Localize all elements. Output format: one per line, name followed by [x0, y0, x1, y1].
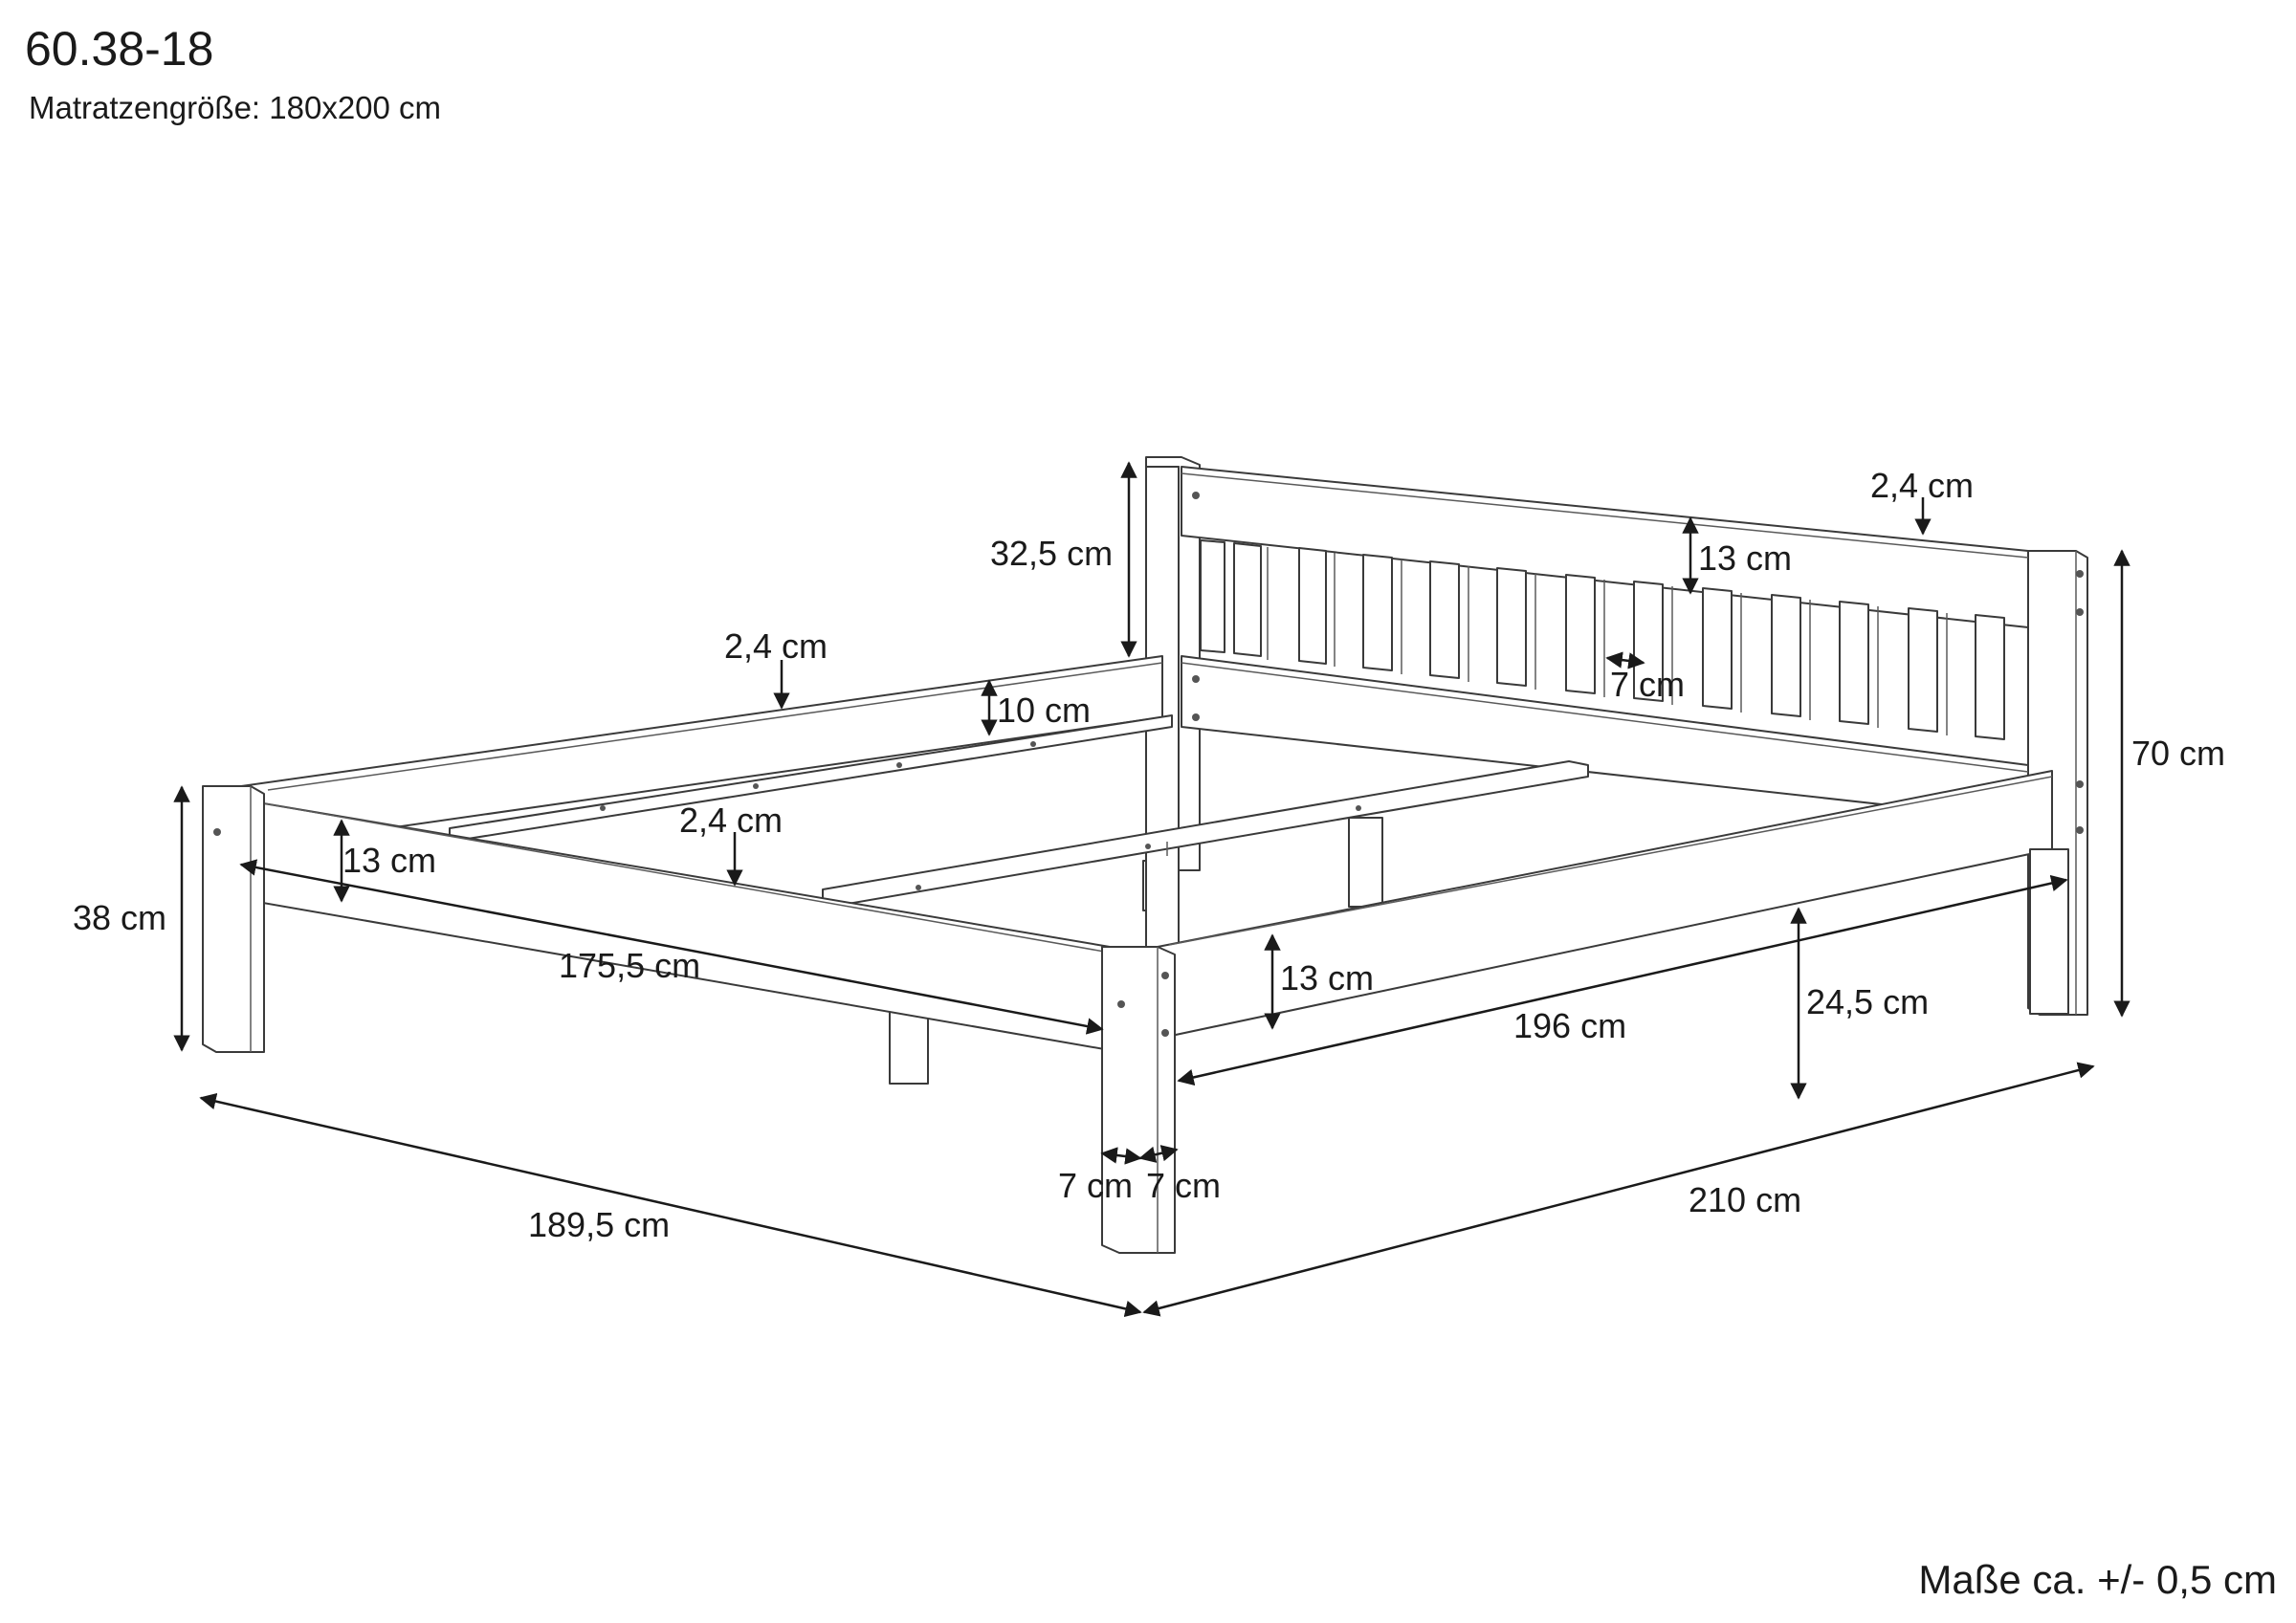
dim-outer-width: 189,5 cm [528, 1205, 670, 1244]
dim-headboard-top-thickness: 2,4 cm [1870, 466, 1974, 505]
dim-foot-post-height: 38 cm [73, 898, 166, 937]
dim-post-width-a: 7 cm [1058, 1166, 1133, 1205]
center-leg-front [1348, 817, 1383, 908]
foot-left-post [202, 785, 265, 1053]
dim-inner-length: 196 cm [1513, 1006, 1626, 1045]
mattress-size: Matratzengröße: 180x200 cm [29, 90, 442, 125]
dim-head-post-height: 70 cm [2131, 734, 2225, 773]
dim-post-width-b: 7 cm [1146, 1166, 1221, 1205]
dimension-lines [173, 461, 2130, 1318]
dimension-labels: 32,5 cm 2,4 cm 13 cm 7 cm 70 cm 2,4 cm 1… [73, 466, 2225, 1244]
dim-right-rail-height: 13 cm [1280, 958, 1374, 998]
back-right-leg [2029, 848, 2069, 1015]
dim-inner-width: 175,5 cm [559, 946, 700, 985]
headboard-slats [1200, 539, 2005, 740]
bed-frame [202, 456, 2088, 1254]
dim-outer-length: 210 cm [1689, 1180, 1801, 1219]
dim-side-rail-height: 10 cm [997, 691, 1091, 730]
headboard-top-board [1181, 466, 2029, 628]
foot-right-post [1101, 946, 1176, 1254]
model-number: 60.38-18 [25, 22, 214, 76]
center-beam [822, 760, 1589, 906]
dim-floor-clearance: 24,5 cm [1806, 982, 1929, 1021]
dim-side-rail-thickness: 2,4 cm [724, 626, 828, 666]
dim-headboard-panel-height: 13 cm [1698, 538, 1792, 578]
dim-headboard-above-rail: 32,5 cm [990, 534, 1113, 573]
dim-foot-rail-height: 13 cm [342, 841, 436, 880]
dim-center-beam-thickness: 2,4 cm [679, 801, 783, 840]
foot-rail [240, 799, 1111, 1051]
dim-slat-width: 7 cm [1610, 665, 1685, 704]
tolerance-note: Maße ca. +/- 0,5 cm [1918, 1557, 2277, 1602]
